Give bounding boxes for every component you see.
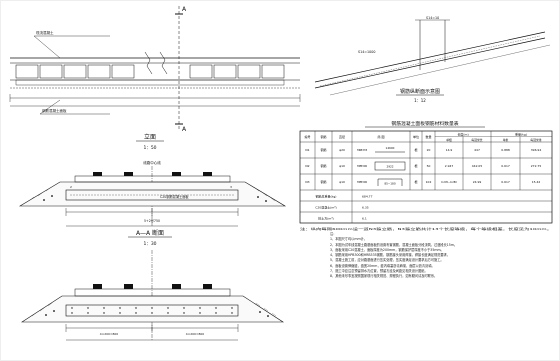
cell-sketch: 14600 [386,146,395,150]
cell-totallen: 24.99 [473,180,482,184]
summary-label: C20混凝土(m³) [315,205,336,210]
table-row: N2 钢筋 φ10 HPB300 2922 根 50 2.947 442.05 … [305,161,542,171]
th-sub-totalw: 每延米重 [530,138,541,142]
summary-value: 6.1 [362,217,367,221]
cell-totalw: 15.42 [532,180,541,184]
table-row: N1 钢筋 φ20 HRB335 14600 根 20 14.9 447 0.8… [305,146,542,153]
centerline-tag: 线路中心线 [143,160,161,165]
cell-qty: 20 [427,148,431,152]
note-line: 注： [330,232,337,236]
cell-type: 钢筋 [320,179,326,184]
cell-qty: 50 [427,164,431,168]
dim-upper-2: 3 [230,185,232,189]
longitudinal-title: 钢筋纵断面示意图 [400,88,440,95]
cell-totalw: 396.94 [531,148,542,152]
callout-rc-panel: 钢筋混凝土面板 [42,108,67,113]
cell-sketch: 2922 [386,165,393,169]
aa-scale: 1：30 [143,241,156,247]
section-mark-top: A [182,6,187,13]
th-type: 钢筋 [320,134,326,139]
cell-unit: 根 [414,179,417,184]
cell-unitw: 0.617 [501,164,510,168]
cell-totallen: 447 [474,148,480,152]
aa-title: A—A 断面 [136,229,164,237]
cell-totallen: 442.05 [472,164,483,168]
cell-code: HRB335 [357,148,368,152]
material-table: 钢筋混凝土面板钢筋材料数量表 编号 钢筋 直径 简 图 单位 数量 长度(m) … [299,120,553,231]
section-mark-bottom: A [182,126,187,133]
cell-type: 钢筋 [320,147,326,152]
cell-len: 2.947 [445,164,454,168]
th-no: 编号 [304,134,310,139]
cell-type: 钢筋 [320,163,326,168]
slab-label-upper: C20钢筋混凝土面板 [160,194,189,199]
th-sub-unitw: 单重 [503,138,509,142]
cell-qty: 102 [426,180,432,184]
note-line: 4、钢筋采用HPB300和HRB335钢筋，钢筋接头采用焊接，焊接长度满足规范要… [330,253,450,258]
th-weight: 重量(kg) [515,132,527,137]
summary-label: 挖土方(m³) [318,216,333,221]
th-qty: 数量 [425,134,431,139]
note-line: 1、本图尺寸均以mm计。 [330,237,367,242]
elevation-title: 立面 [144,133,156,141]
th-sub-totallen: 每延米长 [471,138,482,142]
cell-dia: φ20 [339,148,345,152]
table-title: 钢筋混凝土面板钢筋材料数量表 [391,120,458,127]
note-line: 3、面板采用C20混凝土，面板厚度为200mm，钢筋保护层厚度不小于35mm。 [330,247,444,252]
longitudinal-scale: 1：12 [414,98,426,103]
cell-dia: φ10 [339,180,345,184]
cell-code: HPB300 [357,164,368,168]
cell-dia: φ10 [339,164,345,168]
aa-dim-right: 4×200=800 [186,332,204,336]
note-line: 5、混凝土施工前，应对路基面进行压实处理，压实度满足设计要求后方可施工。 [330,258,444,263]
note-line: 7、施工中应注意预留排水孔位置，预留孔径及间距见相关设计图纸。 [330,269,428,274]
cell-sketch: 85~180 [384,182,395,186]
aa-dim-left: 4×200=800 [100,332,118,336]
cell-len: 14.9 [446,148,453,152]
dim-upper-1: 2 [70,185,72,189]
th-dia: 直径 [339,134,345,139]
dim-upper-total: 5+2@750 [144,219,160,223]
cell-code: HPB300 [357,180,368,184]
elevation-view: A A 现浇混凝土 钢筋混凝土面板 立面 [9,6,301,151]
note-line: 8、其他未尽事宜按照国家现行相关规范、规程执行，如有疑问请及时联系。 [330,274,438,279]
cell-unitw: 0.888 [501,148,510,152]
cell-no: N3 [305,180,309,184]
table-row: N3 钢筋 φ10 HPB300 85~180 根 102 0.205~0.28… [305,178,541,186]
table-footnote: 注：纵向每隔600mm设一道N3箍立筋，N3箍立筋共计13个长度等级，每个等级相… [300,226,552,231]
th-sub-len: 单根 [446,138,452,142]
cross-section-aa: A—A 断面 1：30 4×20 [20,229,285,341]
summary-label: 钢筋总重量(kg) [316,194,337,199]
cell-len: 0.205~0.280 [441,181,457,184]
summary-value: 6.35 [362,206,369,210]
general-notes: 注： 1、本图尺寸均以mm计。 2、本图为试车线混凝土路基面板的设置布置钢筋，混… [330,232,556,280]
note-line: 2、本图为试车线混凝土路基面板的设置布置钢筋，混凝土面板分段浇筑，过渡段长15m… [330,242,458,247]
summary-value: 684.77 [362,195,373,199]
elevation-scale: 1：50 [143,145,156,151]
th-sketch: 简 图 [378,134,385,139]
th-length: 长度(m) [457,132,468,137]
cell-unitw: 0.617 [501,180,510,184]
note-line: 6、面板设置伸缩缝，缝宽20mm，缝内填塞沥青麻絮，面层以沥青封填。 [330,263,435,268]
th-unit: 单位 [413,134,419,139]
rebar-label-1: S14=1000 [358,50,375,54]
callout-cast-concrete: 现浇混凝土 [36,30,54,35]
cell-totalw: 272.75 [531,164,542,168]
cell-unit: 根 [414,147,417,152]
cell-no: N1 [305,148,309,152]
cross-section-upper: 线路中心线 C20钢筋混凝土面板 2 3 5+2@750 [18,160,287,227]
cell-no: N2 [305,164,309,168]
longitudinal-rebar-view: S14=1000 S14=10 钢筋纵断面示意图 1：12 [314,16,551,103]
rebar-label-2: S14=10 [426,16,439,20]
cell-unit: 根 [414,163,417,168]
